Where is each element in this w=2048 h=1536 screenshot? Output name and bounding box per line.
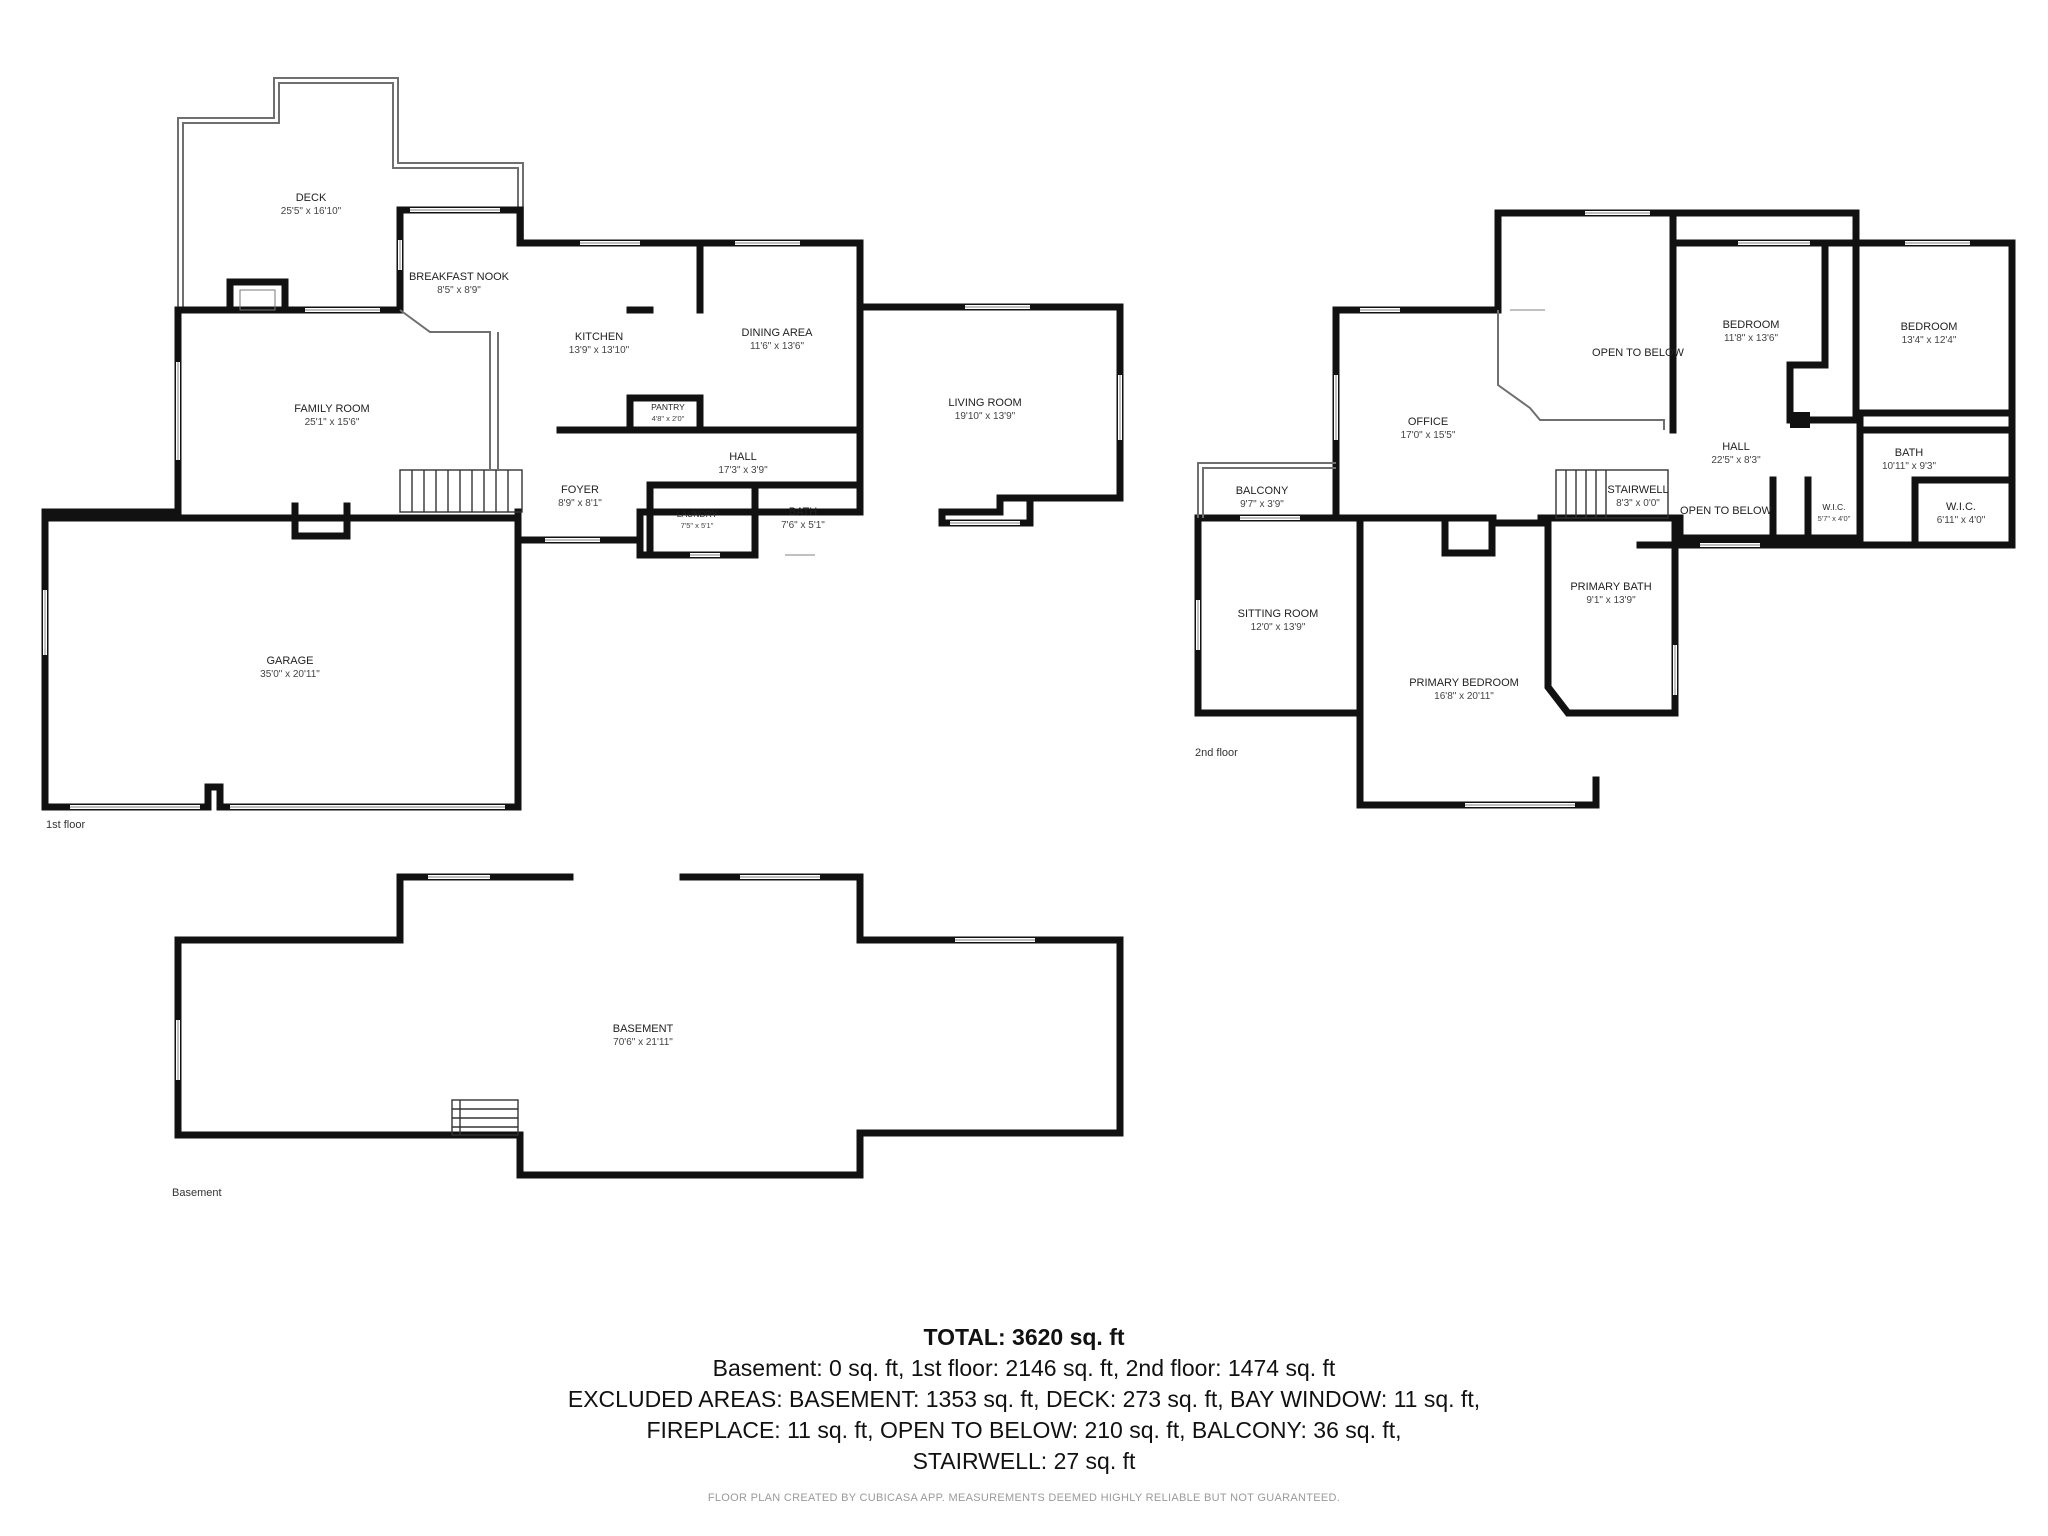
- area-summary: TOTAL: 3620 sq. ft Basement: 0 sq. ft, 1…: [0, 1322, 2048, 1477]
- balcony-dims: 9'7" x 3'9": [1240, 499, 1284, 510]
- first-floor-windows: [43, 208, 1122, 809]
- fireplace: [227, 279, 288, 313]
- deck-name: DECK: [296, 192, 327, 204]
- foyer-name: FOYER: [561, 484, 599, 496]
- pantry-dims: 4'8" x 2'0": [652, 414, 685, 423]
- garage-dims: 35'0" x 20'11": [260, 669, 320, 680]
- wic-2-name: W.I.C.: [1946, 501, 1976, 513]
- office-dims: 17'0" x 15'5": [1401, 430, 1456, 441]
- second-hall-dims: 22'5" x 8'3": [1711, 455, 1761, 466]
- second-floor-label: 2nd floor: [1195, 747, 1238, 759]
- first-floor-label: 1st floor: [46, 819, 85, 831]
- breakfast-nook-dims: 8'5" x 8'9": [437, 285, 481, 296]
- second-floor-windows: [1196, 211, 1970, 807]
- basement-name: BASEMENT: [613, 1023, 674, 1035]
- laundry-name: LAUNDRY: [677, 509, 718, 519]
- second-hall-name: HALL: [1722, 441, 1750, 453]
- first-floor-plan: DECK 25'5" x 16'10" BREAKFAST NOOK 8'5" …: [41, 77, 1124, 831]
- balcony-name: BALCONY: [1236, 485, 1289, 497]
- bedroom-1-name: BEDROOM: [1723, 319, 1780, 331]
- basement-stairs: [451, 1099, 519, 1136]
- sitting-room-name: SITTING ROOM: [1238, 608, 1319, 620]
- living-room-dims: 19'10" x 13'9": [955, 411, 1016, 422]
- basement-label: Basement: [172, 1187, 222, 1199]
- open-to-below-top-name: OPEN TO BELOW: [1592, 347, 1685, 359]
- laundry-dims: 7'5" x 5'1": [681, 521, 714, 530]
- hall-name: HALL: [729, 451, 757, 463]
- open-to-below-bottom-name: OPEN TO BELOW: [1680, 505, 1773, 517]
- kitchen-dims: 13'9" x 13'10": [569, 345, 630, 356]
- deck-railing-inner: [182, 82, 519, 308]
- first-floor-stairs: [399, 469, 523, 513]
- garage-name: GARAGE: [266, 655, 313, 667]
- total-area: TOTAL: 3620 sq. ft: [923, 1324, 1125, 1350]
- credit-disclaimer: FLOOR PLAN CREATED BY CUBICASA APP. MEAS…: [707, 1492, 1341, 1504]
- deck-dims: 25'5" x 16'10": [281, 206, 342, 217]
- second-floor-plan: OPEN TO BELOW BEDROOM 11'8" x 13'6" BEDR…: [1194, 209, 2016, 809]
- dining-area-name: DINING AREA: [742, 327, 814, 339]
- hall-dims: 17'3" x 3'9": [718, 465, 768, 476]
- second-floor-stairwell: [1555, 469, 1669, 519]
- foyer-dims: 8'9" x 8'1": [558, 498, 602, 509]
- excluded-areas-line-3: STAIRWELL: 27 sq. ft: [912, 1448, 1136, 1474]
- bedroom-2-name: BEDROOM: [1901, 321, 1958, 333]
- sitting-room-dims: 12'0" x 13'9": [1251, 622, 1306, 633]
- primary-bedroom-name: PRIMARY BEDROOM: [1409, 677, 1519, 689]
- primary-bath-dims: 9'1" x 13'9": [1586, 595, 1636, 606]
- family-room-name: FAMILY ROOM: [294, 403, 369, 415]
- bedroom-1-dims: 11'8" x 13'6": [1724, 333, 1779, 344]
- kitchen-name: KITCHEN: [575, 331, 623, 343]
- first-bath-dims: 7'6" x 5'1": [781, 520, 825, 531]
- basement-plan: BASEMENT 70'6" x 21'11" Basement: [172, 873, 1124, 1199]
- basement-windows: [176, 875, 1035, 1080]
- breakfast-nook-name: BREAKFAST NOOK: [409, 271, 510, 283]
- wic-1-dims: 5'7" x 4'0": [1818, 514, 1851, 523]
- deck-railing: [177, 77, 524, 308]
- basement-dims: 70'6" x 21'11": [613, 1037, 673, 1048]
- primary-bath-name: PRIMARY BATH: [1570, 581, 1651, 593]
- wic-2-dims: 6'11" x 4'0": [1937, 515, 1986, 526]
- stairwell-name: STAIRWELL: [1607, 484, 1668, 496]
- family-room-dims: 25'1" x 15'6": [305, 417, 360, 428]
- balcony-railing: [1197, 462, 1336, 518]
- second-bath-name: BATH: [1895, 447, 1924, 459]
- bedroom-2-dims: 13'4" x 12'4": [1902, 335, 1957, 346]
- dining-area-dims: 11'6" x 13'6": [750, 341, 805, 352]
- living-room-name: LIVING ROOM: [948, 397, 1021, 409]
- stairwell-dims: 8'3" x 0'0": [1616, 498, 1660, 509]
- first-bath-name: BATH: [789, 506, 818, 518]
- excluded-areas-line-2: FIREPLACE: 11 sq. ft, OPEN TO BELOW: 210…: [646, 1417, 1402, 1443]
- primary-bedroom-dims: 16'8" x 20'11": [1434, 691, 1494, 702]
- excluded-areas-line-1: EXCLUDED AREAS: BASEMENT: 1353 sq. ft, D…: [567, 1386, 1481, 1412]
- office-name: OFFICE: [1408, 416, 1448, 428]
- pantry-name: PANTRY: [651, 402, 685, 412]
- floor-areas: Basement: 0 sq. ft, 1st floor: 2146 sq. …: [712, 1355, 1336, 1381]
- second-bath-dims: 10'11" x 9'3": [1882, 461, 1937, 472]
- wic-1-name: W.I.C.: [1822, 502, 1845, 512]
